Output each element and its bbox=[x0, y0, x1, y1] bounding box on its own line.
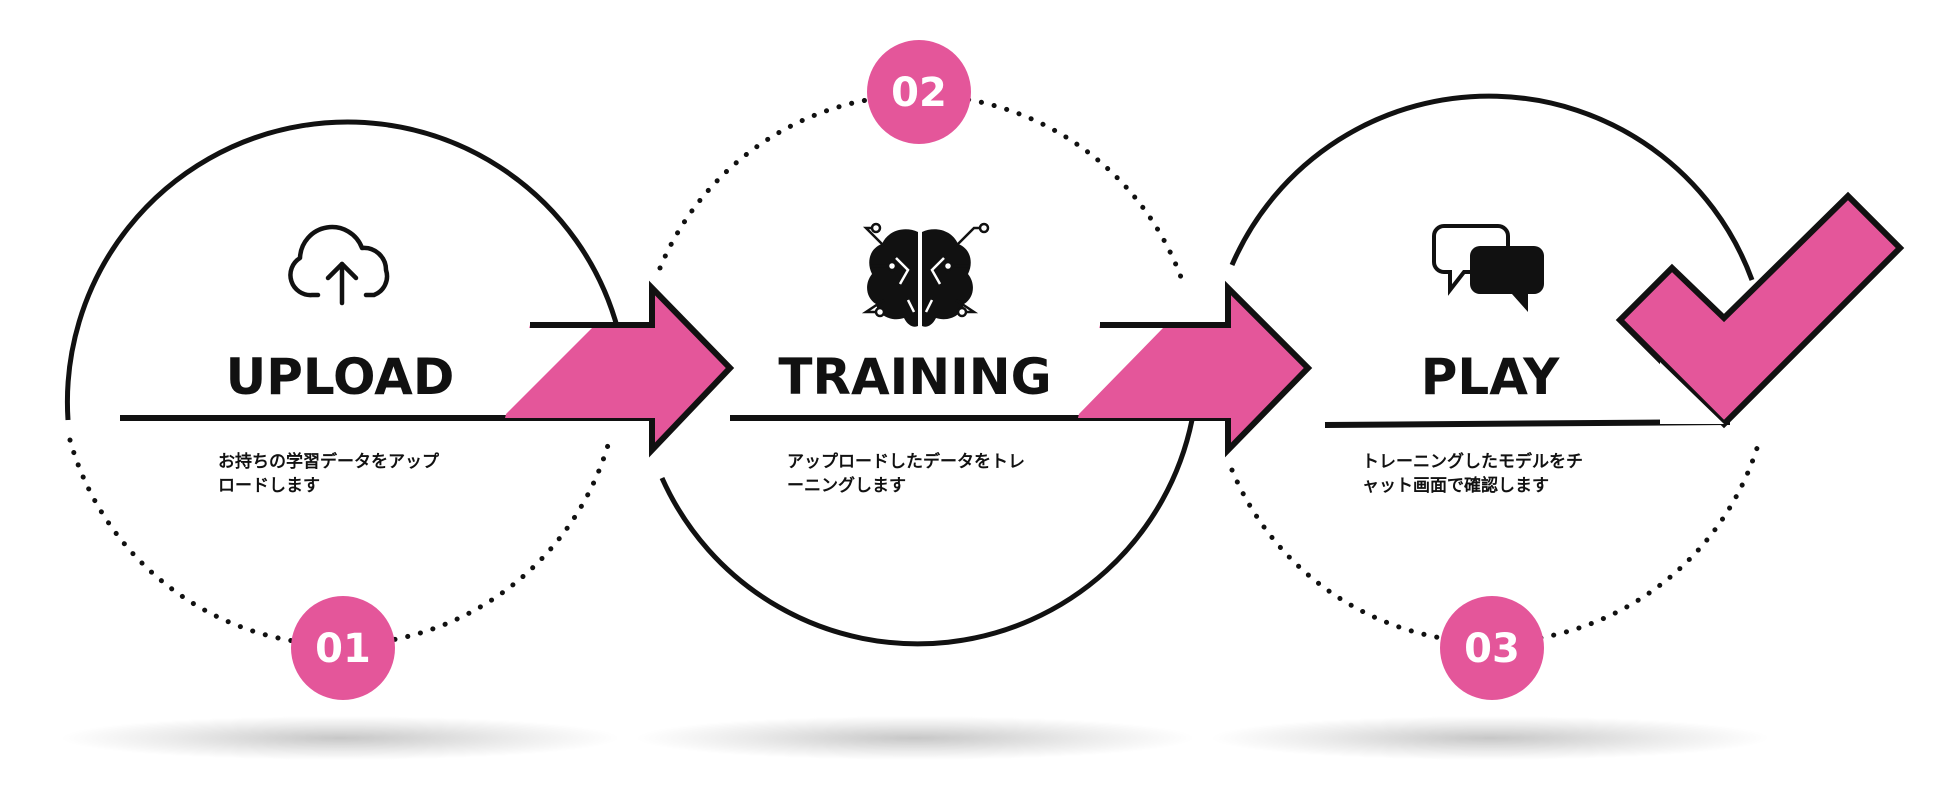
step-number-badge bbox=[867, 40, 971, 144]
step-2-description: アップロードしたデータをトレ ーニングします bbox=[787, 450, 1025, 498]
step-2-training: TRAINING 02 bbox=[657, 40, 1313, 647]
floor-shadow bbox=[1210, 716, 1770, 760]
description-line: ロードします bbox=[218, 476, 320, 496]
chat-bubbles-icon bbox=[1432, 224, 1544, 312]
step-number-badge bbox=[1440, 596, 1544, 700]
description-line: アップロードしたデータをトレ bbox=[787, 452, 1025, 472]
description-line: お持ちの学習データをアップ bbox=[218, 452, 439, 472]
description-line: トレーニングしたモデルをチ bbox=[1362, 452, 1583, 472]
checkmark-white-cut bbox=[1660, 362, 1724, 424]
step-3-play: PLAY 03 bbox=[1229, 93, 1905, 700]
step-title: UPLOAD bbox=[226, 348, 455, 406]
step-title: TRAINING bbox=[778, 348, 1051, 406]
step-number: 03 bbox=[1464, 626, 1520, 672]
floor-shadow bbox=[635, 716, 1195, 760]
step-1-description: お持ちの学習データをアップ ロードします bbox=[218, 450, 439, 498]
step-title: PLAY bbox=[1421, 348, 1560, 406]
circle-solid-arc bbox=[64, 119, 621, 421]
description-line: ーニングします bbox=[787, 476, 906, 496]
description-line: ャット画面で確認します bbox=[1362, 476, 1549, 496]
circle-solid-arc bbox=[659, 419, 1195, 647]
step-number-badge bbox=[291, 596, 395, 700]
step-3-description: トレーニングしたモデルをチ ャット画面で確認します bbox=[1362, 450, 1583, 498]
circle-solid-arc bbox=[1229, 93, 1755, 281]
brain-circuit-icon bbox=[861, 222, 990, 327]
floor-shadow bbox=[60, 716, 620, 760]
step-number: 01 bbox=[315, 626, 371, 672]
arrow-1-white-cut bbox=[505, 328, 592, 415]
circle-dotted-arc bbox=[657, 92, 1185, 283]
arrow-1-outline bbox=[530, 280, 735, 458]
arrow-2-white-cut bbox=[1078, 328, 1163, 415]
step-1-upload: UPLOAD 01 bbox=[64, 119, 735, 700]
arrow-2-outline bbox=[1100, 280, 1313, 458]
cloud-upload-icon bbox=[288, 224, 390, 306]
step-number: 02 bbox=[891, 70, 947, 116]
